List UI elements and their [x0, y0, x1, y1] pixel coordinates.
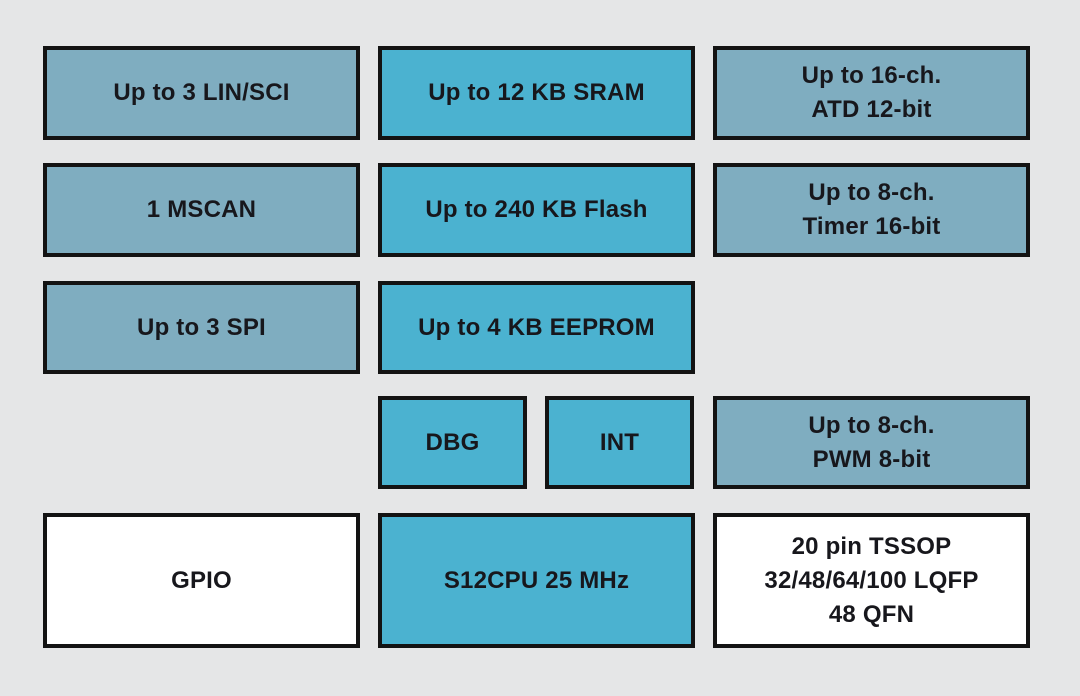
block-package: 20 pin TSSOP 32/48/64/100 LQFP 48 QFN	[713, 513, 1030, 648]
block-label: DBG	[425, 428, 480, 456]
block-label: GPIO	[171, 566, 232, 594]
block-label-line: PWM 8-bit	[812, 445, 931, 473]
block-label-line: 20 pin TSSOP	[791, 532, 952, 560]
block-label: 1 MSCAN	[146, 196, 257, 223]
block-int: INT	[545, 396, 694, 489]
block-label: Up to 240 KB Flash	[425, 196, 648, 223]
block-pwm: Up to 8-ch. PWM 8-bit	[713, 396, 1030, 489]
block-label-line: Up to 16-ch.	[801, 62, 942, 89]
block-gpio: GPIO	[43, 513, 360, 648]
block-cpu: S12CPU 25 MHz	[378, 513, 695, 648]
block-mscan: 1 MSCAN	[43, 163, 360, 257]
block-label: Up to 4 KB EEPROM	[418, 313, 655, 341]
block-atd: Up to 16-ch. ATD 12-bit	[713, 46, 1030, 140]
block-label: Up to 3 LIN/SCI	[113, 79, 290, 106]
block-label-line: 48 QFN	[828, 600, 915, 628]
block-label: Up to 12 KB SRAM	[428, 79, 645, 106]
block-timer: Up to 8-ch. Timer 16-bit	[713, 163, 1030, 257]
block-label: INT	[599, 428, 640, 456]
block-label: Up to 3 SPI	[137, 313, 266, 341]
block-dbg: DBG	[378, 396, 527, 489]
block-lin-sci: Up to 3 LIN/SCI	[43, 46, 360, 140]
block-label-line: Up to 8-ch.	[808, 411, 935, 439]
block-flash: Up to 240 KB Flash	[378, 163, 695, 257]
block-label-line: Up to 8-ch.	[808, 179, 935, 206]
block-eeprom: Up to 4 KB EEPROM	[378, 281, 695, 374]
block-label-line: ATD 12-bit	[811, 96, 932, 123]
block-label-line: Timer 16-bit	[802, 213, 941, 240]
block-label: S12CPU 25 MHz	[443, 566, 630, 594]
block-label-line: 32/48/64/100 LQFP	[764, 566, 979, 594]
block-spi: Up to 3 SPI	[43, 281, 360, 374]
block-sram: Up to 12 KB SRAM	[378, 46, 695, 140]
